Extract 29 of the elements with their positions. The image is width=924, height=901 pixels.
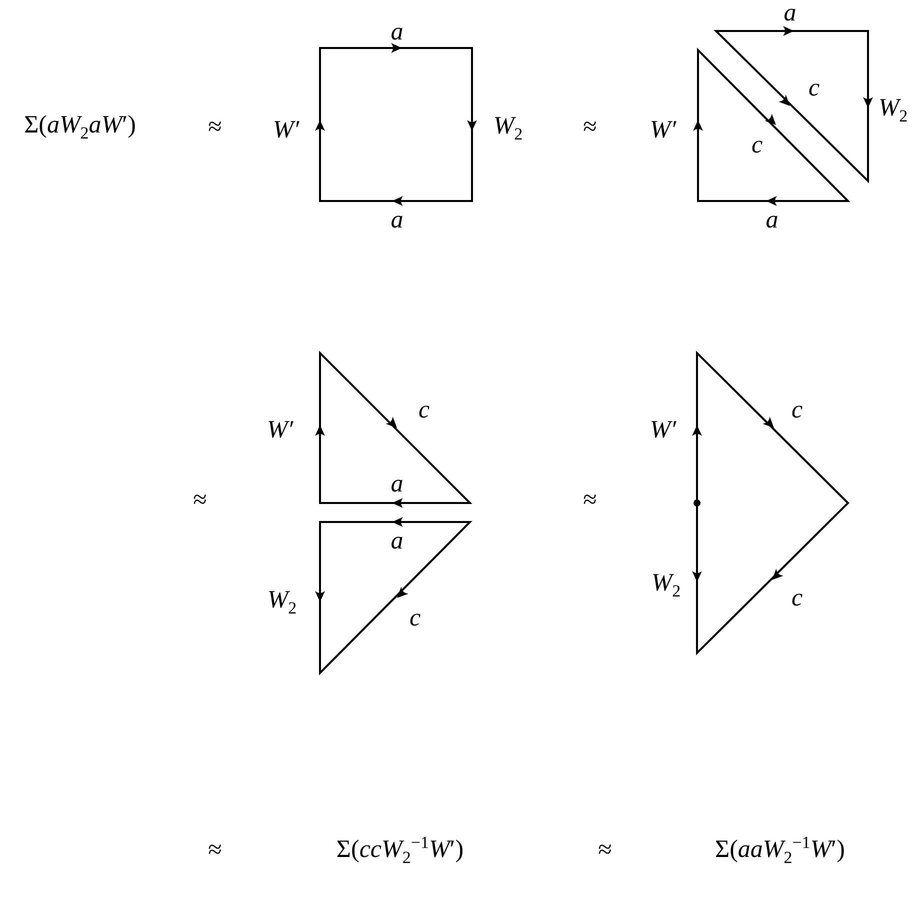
side-symbol: W′	[650, 118, 676, 142]
approx-sign: ≈	[583, 488, 597, 512]
side-symbol: c	[791, 398, 803, 422]
side-symbol: W′	[266, 418, 294, 442]
side-symbol: a	[390, 20, 404, 44]
side-symbol: a	[390, 528, 404, 554]
approx-sign: ≈	[583, 114, 597, 140]
formula: Σ(aW$_{2}$aW′)	[24, 112, 136, 142]
side-symbol: c	[409, 606, 421, 630]
side-symbol: c	[791, 586, 803, 610]
side-symbol: W′	[650, 418, 676, 442]
side-symbol: c	[418, 398, 430, 422]
side-symbol: a	[390, 208, 404, 232]
side-symbol: W$_{2}$	[493, 114, 523, 142]
approx-sign: ≈	[193, 488, 207, 512]
side-symbol: W$_{2}$	[878, 96, 908, 124]
side-symbol: c	[751, 132, 763, 158]
side-symbol: c	[808, 76, 820, 100]
formula: Σ(ccW$_{2}$$^{−1}$W′)	[336, 834, 464, 866]
side-symbol: a	[784, 0, 796, 26]
side-symbol: W$_{2}$	[267, 588, 297, 616]
side-symbol: a	[390, 472, 404, 496]
formula: Σ(aaW$_{2}$$^{−1}$W′)	[715, 834, 845, 866]
approx-sign: ≈	[598, 838, 612, 862]
side-symbol: W$_{2}$	[651, 570, 681, 600]
approx-sign: ≈	[208, 838, 222, 862]
side-symbol: a	[766, 208, 778, 232]
approx-sign: ≈	[208, 114, 222, 140]
side-symbol: W′	[272, 118, 300, 142]
